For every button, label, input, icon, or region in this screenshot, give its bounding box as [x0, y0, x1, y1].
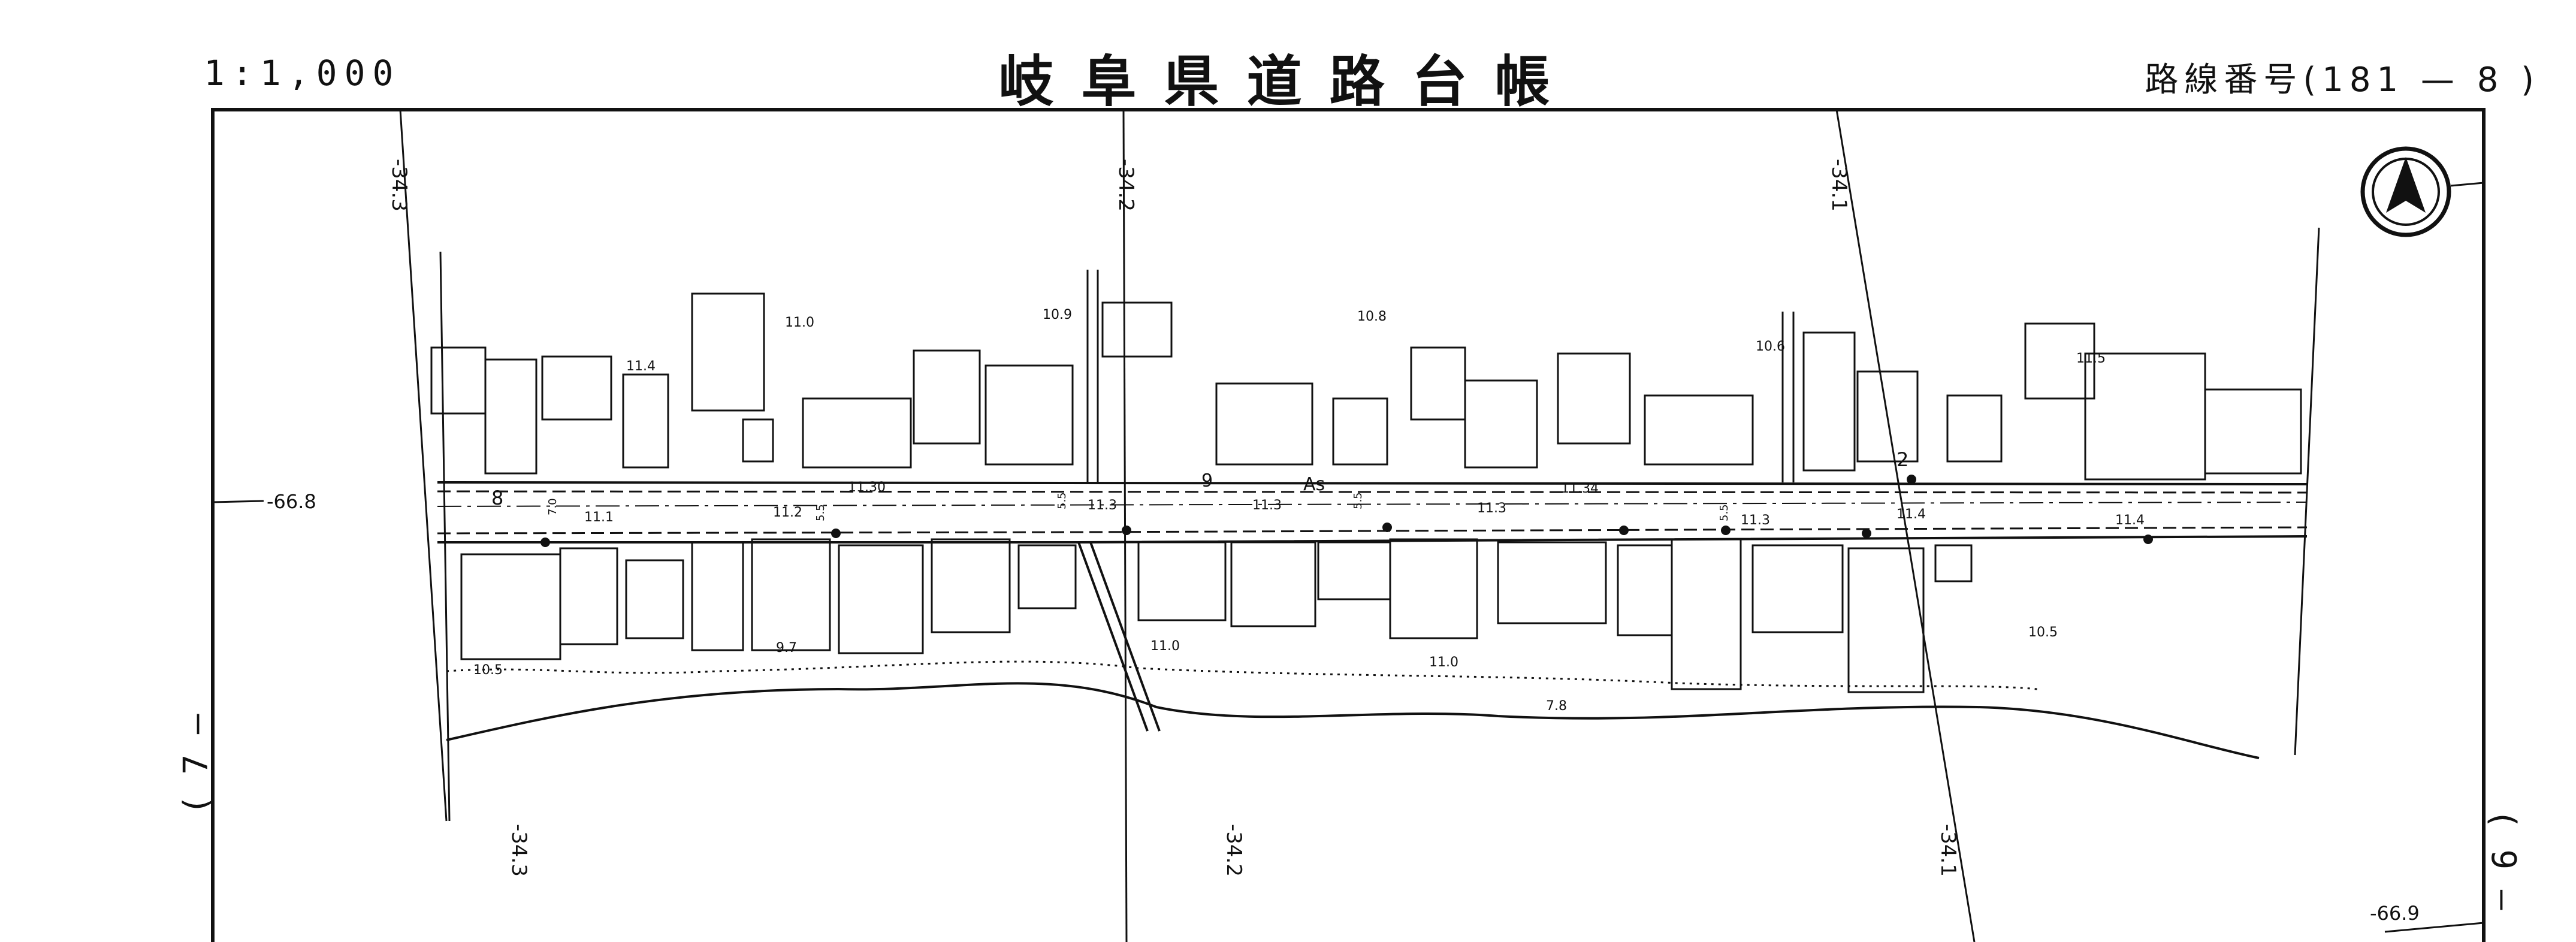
road-surface-label: As — [1303, 474, 1325, 495]
edge-elevation: 11.4 — [2115, 513, 2145, 528]
spot-elevation: 10.5 — [473, 663, 503, 678]
embankment-line — [446, 660, 2038, 690]
north-arrow-icon — [2360, 146, 2451, 237]
width-label: 5.5 — [1056, 492, 1068, 509]
marker-label: 2 — [1896, 448, 1908, 471]
spot-elevation: 11.0 — [785, 315, 814, 330]
edge-elevation: 11.3 — [1088, 498, 1117, 513]
route-label: 路線番号 — [2145, 61, 2303, 99]
spot-elevation: 11.0 — [1150, 639, 1180, 654]
grid-label-bottom: -34.3 — [507, 824, 531, 877]
spot-elevation: 10.6 — [1756, 339, 1785, 354]
grid-label-bottom: -34.1 — [1936, 824, 1960, 877]
width-label: 7.0 — [546, 498, 559, 515]
edge-elevation: 11.3 — [1477, 501, 1506, 516]
grid-label-right: -66.9 — [2370, 902, 2420, 925]
grid-label-left: -66.8 — [267, 490, 316, 513]
spot-elevation: 10.5 — [2028, 625, 2058, 640]
spot-elevation: 10.8 — [1357, 309, 1387, 324]
survey-points — [540, 475, 2153, 547]
edge-elevation: 11.4 — [1896, 507, 1926, 522]
centerline-elevation: 11.34 — [1561, 481, 1599, 496]
buildings-south — [460, 538, 1973, 693]
map-title: 岐阜県道路台帳 — [998, 50, 1578, 114]
spot-elevation: 10.9 — [1043, 307, 1072, 322]
spot-elevation: 7.8 — [1546, 699, 1567, 714]
width-label: 5.5 — [1718, 504, 1731, 521]
spot-elevation: 11.4 — [626, 359, 656, 374]
grid-label-top: -34.3 — [387, 159, 411, 212]
spot-elevation: 11.0 — [1429, 655, 1458, 670]
centerline-elevation: 11.30 — [848, 480, 886, 495]
route-value: (181 — 8 ) — [2303, 61, 2540, 99]
road-width-label: 9 — [1201, 470, 1213, 491]
road — [437, 270, 2308, 732]
grid-label-bottom: -34.2 — [1222, 824, 1246, 877]
edge-elevation: 11.2 — [773, 505, 802, 520]
width-label: 5.5 — [1352, 492, 1364, 509]
spot-elevation: 9.7 — [776, 641, 797, 656]
map-frame — [211, 108, 2486, 942]
buildings-north — [430, 292, 2302, 481]
edge-elevation: 11.3 — [1741, 513, 1770, 528]
spot-elevation: 11.5 — [2076, 351, 2106, 366]
route-number: 路線番号(181 — 8 ) — [2145, 53, 2540, 101]
grid-label-top: -34.2 — [1114, 159, 1138, 212]
section-label: 8 — [491, 487, 503, 509]
grid-label-top: -34.1 — [1827, 159, 1851, 212]
map-scale: 1:1,000 — [204, 53, 401, 93]
width-label: 5.5 — [814, 504, 827, 521]
edge-elevation: 11.1 — [584, 510, 614, 525]
edge-elevation: 11.3 — [1252, 498, 1282, 513]
river-bank — [446, 682, 2260, 759]
